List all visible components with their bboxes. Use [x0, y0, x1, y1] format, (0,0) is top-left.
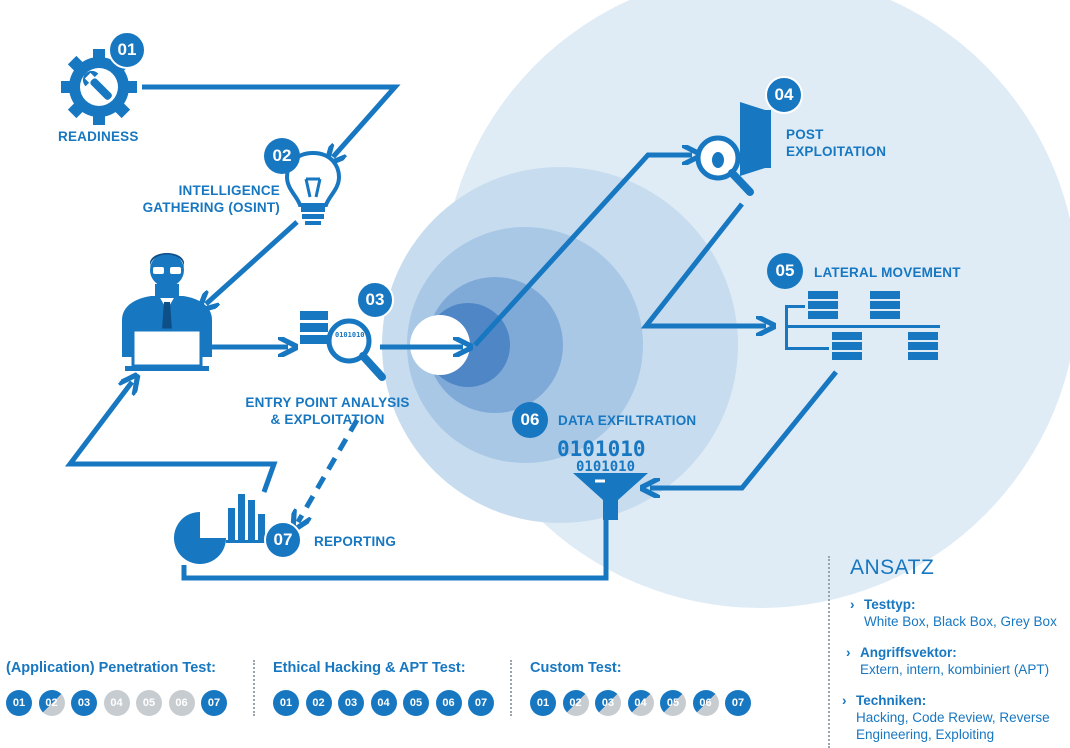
server-magnifier-icon: [300, 311, 386, 381]
arrow-01-to-02: [142, 84, 401, 157]
step-chip-04: 04: [627, 690, 654, 716]
badge-05: [767, 253, 803, 289]
badge-02: [264, 138, 300, 174]
ansatz-value-line1: Hacking, Code Review, Reverse: [856, 710, 1050, 725]
badge-04-number: 04: [774, 85, 794, 104]
ansatz-item-testtyp: › Testtyp: White Box, Black Box, Grey Bo…: [850, 596, 1057, 630]
flow-lines: [64, 84, 838, 581]
badge-07-number: 07: [273, 530, 293, 549]
step-chip-07: 07: [725, 690, 751, 716]
step-chip-05: 05: [136, 690, 162, 716]
step-chip-03: 03: [595, 690, 621, 716]
step-07-label: REPORTING: [314, 534, 397, 549]
step-chip-05: 05: [403, 690, 429, 716]
step-chip-02: 02: [562, 690, 589, 716]
test-group-title: Custom Test:: [530, 660, 622, 676]
server-network-icon: [785, 291, 940, 360]
ansatz-value-line2: Engineering, Exploiting: [856, 727, 995, 742]
ansatz-panel: ANSATZ › Testtyp: White Box, Black Box, …: [828, 556, 1070, 748]
pie-bar-chart-icon: [174, 494, 266, 564]
badge-01-number: 01: [117, 40, 137, 59]
step-chip-02: 02: [305, 690, 332, 716]
step-02-label: INTELLIGENCE GATHERING (OSINT): [140, 182, 280, 216]
badge-07: [265, 522, 301, 558]
arrow-03-to-07-dashed: [298, 418, 360, 522]
badge-05-number: 05: [775, 261, 795, 280]
step-03-label-line2: & EXPLOITATION: [270, 412, 385, 427]
step-chip-03: 03: [338, 690, 364, 716]
badge-03-number: 03: [365, 290, 385, 309]
arrow-07-to-hacker: [64, 382, 278, 493]
step-chip-06: 06: [168, 690, 195, 716]
magnifier-binary: 0101010: [335, 331, 365, 339]
gear-wrench-icon: [61, 49, 137, 125]
arrow-04-to-05: [640, 202, 766, 326]
step-01-label: READINESS: [58, 129, 139, 144]
step-chip-01: 01: [6, 690, 32, 716]
test-group-title: (Application) Penetration Test:: [6, 660, 216, 676]
door-bug-magnifier-icon: [695, 102, 771, 196]
badge-03: [357, 282, 393, 318]
step-04-label-line2: EXPLOITATION: [786, 144, 887, 159]
step-chip-02: 02: [38, 690, 65, 716]
chevron-right-icon: ›: [846, 645, 851, 660]
ansatz-key: Techniken:: [856, 693, 927, 708]
step-chip-01: 01: [530, 690, 556, 716]
step-chip-07: 07: [201, 690, 227, 716]
chevron-right-icon: ›: [850, 597, 855, 612]
step-chip-07: 07: [468, 690, 494, 716]
test-group-title: Ethical Hacking & APT Test:: [273, 660, 466, 676]
arrow-06-to-07-bottom: [181, 510, 609, 581]
step-04-label: POST EXPLOITATION: [786, 126, 886, 160]
ansatz-title: ANSATZ: [850, 556, 935, 579]
arrow-02-to-hacker: [206, 220, 299, 304]
badge-04: [766, 77, 802, 113]
step-chip-04: 04: [370, 690, 397, 716]
step-chip-01: 01: [273, 690, 299, 716]
step-badges: [109, 32, 803, 558]
badge-01: [109, 32, 145, 68]
step-03-label-line1: ENTRY POINT ANALYSIS: [245, 395, 410, 410]
legend-separator: [253, 660, 255, 716]
binary-line-1: 0101010: [557, 437, 646, 461]
arrow-center-to-04: [473, 155, 692, 347]
ansatz-item-angriffsvektor: › Angriffsvektor: Extern, intern, kombin…: [846, 644, 1050, 678]
ansatz-value: White Box, Black Box, Grey Box: [864, 614, 1057, 629]
step-04-label-line1: POST: [786, 127, 824, 142]
step-02-label-line1: INTELLIGENCE: [178, 183, 280, 198]
binary-line-2: 0101010: [576, 459, 636, 475]
step-chip-06: 06: [435, 690, 462, 716]
arrow-05-to-06: [650, 370, 838, 488]
ansatz-item-techniken: › Techniken: Hacking, Code Review, Rever…: [842, 692, 1050, 743]
step-chip-03: 03: [71, 690, 97, 716]
step-06-label: DATA EXFILTRATION: [558, 413, 697, 428]
step-02-label-line2: GATHERING (OSINT): [142, 200, 280, 215]
badge-02-number: 02: [272, 146, 292, 165]
ansatz-key: Angriffsvektor:: [860, 645, 957, 660]
badge-06-number: 06: [520, 410, 540, 429]
step-05-label: LATERAL MOVEMENT: [814, 265, 961, 280]
ansatz-value: Extern, intern, kombiniert (APT): [860, 662, 1050, 677]
hacker-laptop-icon: [122, 253, 212, 371]
legend-separator: [510, 660, 512, 716]
attack-surface-circles: [382, 0, 1070, 608]
step-03-label: ENTRY POINT ANALYSIS & EXPLOITATION: [225, 394, 430, 428]
badge-06: [512, 402, 548, 438]
ansatz-key: Testtyp:: [864, 597, 916, 612]
step-chip-06: 06: [692, 690, 719, 716]
funnel-icon: [573, 473, 648, 520]
step-chip-05: 05: [660, 690, 686, 716]
chevron-right-icon: ›: [842, 693, 847, 708]
step-chip-04: 04: [103, 690, 130, 716]
